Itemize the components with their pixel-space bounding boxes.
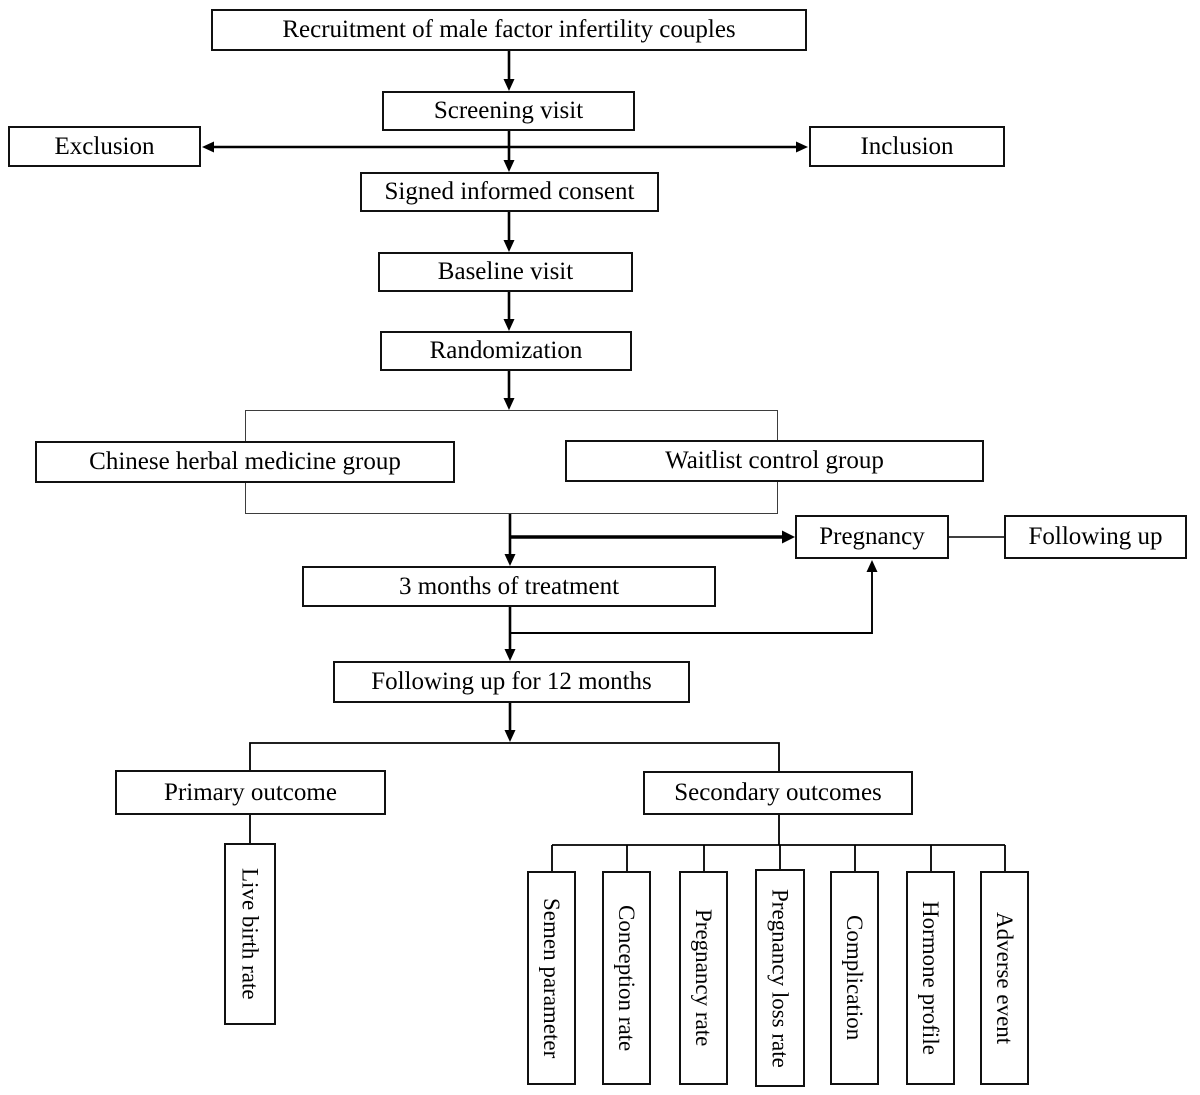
node-live-birth-rate: Live birth rate — [224, 843, 276, 1025]
arrowhead-left-icon — [202, 141, 214, 153]
node-pregnancy-rate: Pregnancy rate — [679, 871, 728, 1085]
node-conception-rate: Conception rate — [602, 871, 651, 1085]
arrowhead-down-icon — [504, 649, 516, 661]
node-secondary-outcomes: Secondary outcomes — [643, 771, 913, 815]
node-primary-outcome: Primary outcome — [115, 770, 386, 815]
arrowhead-right-icon — [782, 530, 795, 544]
node-adverse-event: Adverse event — [980, 871, 1029, 1085]
arrowhead-down-icon — [504, 730, 516, 742]
arrowhead-down-icon — [503, 240, 515, 252]
node-following-up-12-months: Following up for 12 months — [333, 661, 690, 703]
node-3-months-treatment: 3 months of treatment — [302, 566, 716, 607]
bracket-outcomes — [249, 742, 780, 771]
node-inclusion: Inclusion — [809, 126, 1005, 167]
node-waitlist-control-group: Waitlist control group — [565, 440, 984, 482]
arrowhead-down-icon — [504, 554, 516, 566]
arrowhead-down-icon — [503, 319, 515, 331]
arrowhead-down-icon — [503, 79, 515, 91]
arrowhead-down-icon — [503, 398, 515, 410]
arrowhead-right-icon — [796, 141, 808, 153]
node-following-up: Following up — [1004, 515, 1187, 559]
live-birth-rate-label: Live birth rate — [237, 868, 263, 1000]
node-screening-visit: Screening visit — [382, 91, 635, 131]
node-complication: Complication — [830, 871, 879, 1085]
complication-label: Complication — [842, 915, 868, 1041]
arrowhead-down-icon — [503, 160, 515, 172]
node-randomization: Randomization — [380, 331, 632, 371]
pregnancy-rate-label: Pregnancy rate — [691, 909, 717, 1047]
node-hormone-profile: Hormone profile — [906, 871, 955, 1085]
semen-parameter-label: Semen parameter — [539, 897, 565, 1059]
node-pregnancy-loss-rate: Pregnancy loss rate — [755, 869, 805, 1087]
arrowhead-up-icon — [866, 560, 878, 572]
conception-rate-label: Conception rate — [614, 904, 640, 1052]
node-herbal-medicine-group: Chinese herbal medicine group — [35, 441, 455, 483]
node-baseline-visit: Baseline visit — [378, 252, 633, 292]
pregnancy-loss-rate-label: Pregnancy loss rate — [767, 888, 793, 1068]
node-exclusion: Exclusion — [8, 126, 201, 167]
adverse-event-label: Adverse event — [992, 911, 1018, 1045]
node-signed-consent: Signed informed consent — [360, 172, 659, 212]
node-recruitment: Recruitment of male factor infertility c… — [211, 9, 807, 51]
node-semen-parameter: Semen parameter — [527, 871, 576, 1085]
node-pregnancy: Pregnancy — [795, 515, 949, 559]
hormone-profile-label: Hormone profile — [918, 901, 944, 1055]
